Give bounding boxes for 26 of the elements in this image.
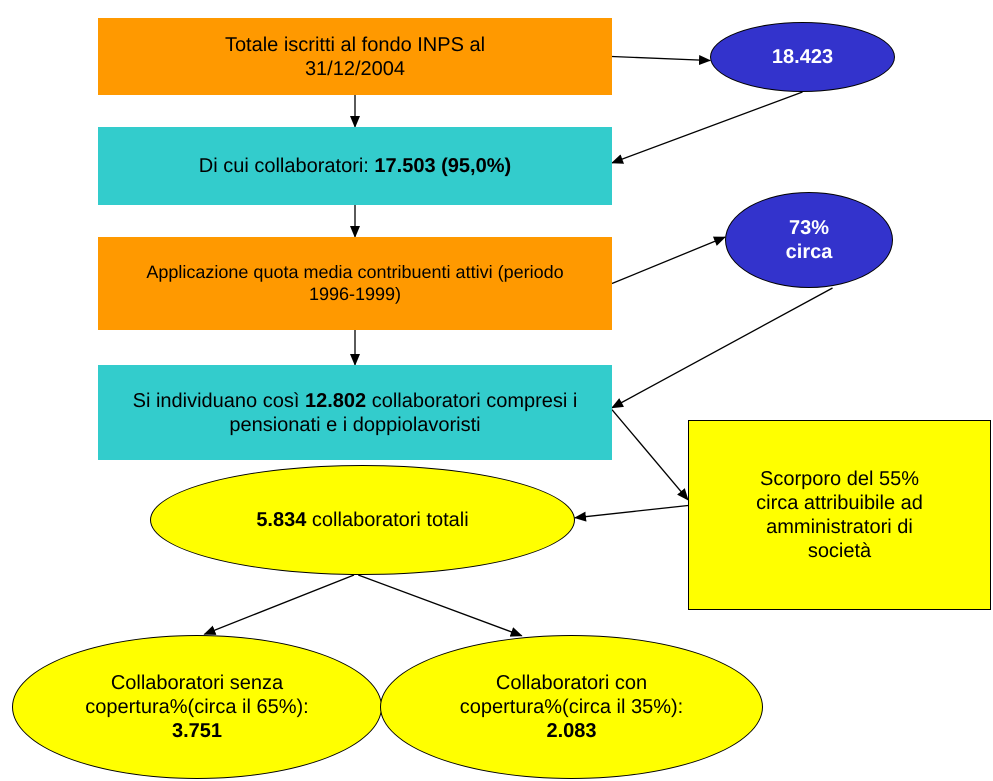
process-box bbox=[98, 18, 612, 95]
node-text: Si individuano così 12.802 collaboratori compresi i pensionati e i doppiolavoristi bbox=[132, 388, 578, 436]
node-text: Collaboratori senza copertura%(circa il 65%): 3.751 bbox=[84, 671, 310, 743]
node-text: Applicazione quota media contribuenti attivi (periodo 1996-1999) bbox=[145, 262, 565, 306]
arrow bbox=[612, 236, 726, 284]
arrow bbox=[574, 504, 688, 522]
arrow bbox=[612, 55, 711, 66]
process-box bbox=[98, 237, 612, 330]
arrow bbox=[611, 91, 803, 164]
arrow bbox=[612, 409, 689, 501]
node-text: Collaboratori con copertura%(circa il 35%): 2.083 bbox=[458, 671, 684, 743]
arrow bbox=[350, 330, 360, 366]
node-text: 73% circa bbox=[784, 216, 834, 264]
arrow bbox=[358, 574, 523, 637]
node-text: Totale iscritti al fondo INPS al 31/12/2004 bbox=[224, 32, 486, 80]
node-text: 18.423 bbox=[772, 45, 834, 69]
node-text: Scorporo del 55% circa attribuibile ad amministratori di società bbox=[755, 467, 924, 563]
note-box bbox=[688, 420, 991, 610]
arrow bbox=[203, 574, 354, 635]
node-text: Di cui collaboratori: 17.503 (95,0%) bbox=[198, 154, 512, 178]
process-box bbox=[98, 127, 612, 205]
arrow bbox=[350, 205, 360, 238]
process-box bbox=[98, 365, 612, 460]
node-text: 5.834 collaboratori totali bbox=[256, 508, 469, 532]
arrow bbox=[611, 287, 833, 408]
arrow bbox=[350, 95, 360, 128]
